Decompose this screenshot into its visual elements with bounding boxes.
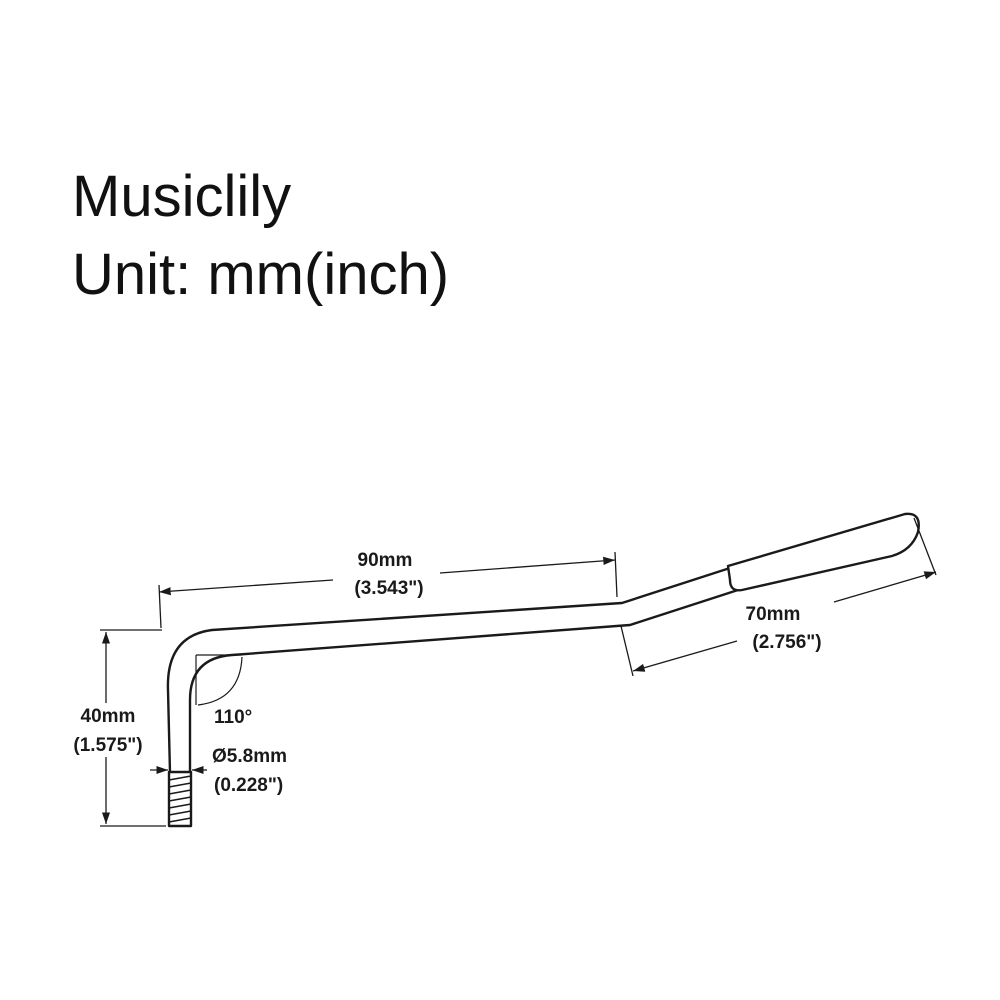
height-inch: (1.575") <box>73 735 142 756</box>
height-mm: 40mm <box>81 706 136 727</box>
dimension-lines <box>101 556 937 824</box>
arm-outer-edge <box>166 566 732 775</box>
tip-length-inch: (2.756") <box>752 632 821 653</box>
extension-lines <box>100 517 937 827</box>
tremolo-arm <box>166 512 920 828</box>
bend-angle: 110° <box>214 707 252 728</box>
tip-length-mm: 70mm <box>746 604 801 625</box>
brand-title: Musiclily <box>72 164 292 229</box>
diameter-mm: Ø5.8mm <box>212 746 287 767</box>
thread-lines <box>168 775 192 823</box>
unit-label: Unit: mm(inch) <box>72 242 450 307</box>
arm-length-inch: (3.543") <box>354 578 423 599</box>
arm-tip <box>726 512 920 592</box>
arm-length-mm: 90mm <box>358 550 413 571</box>
angle-indicator <box>195 654 243 706</box>
diameter-inch: (0.228") <box>214 775 283 796</box>
